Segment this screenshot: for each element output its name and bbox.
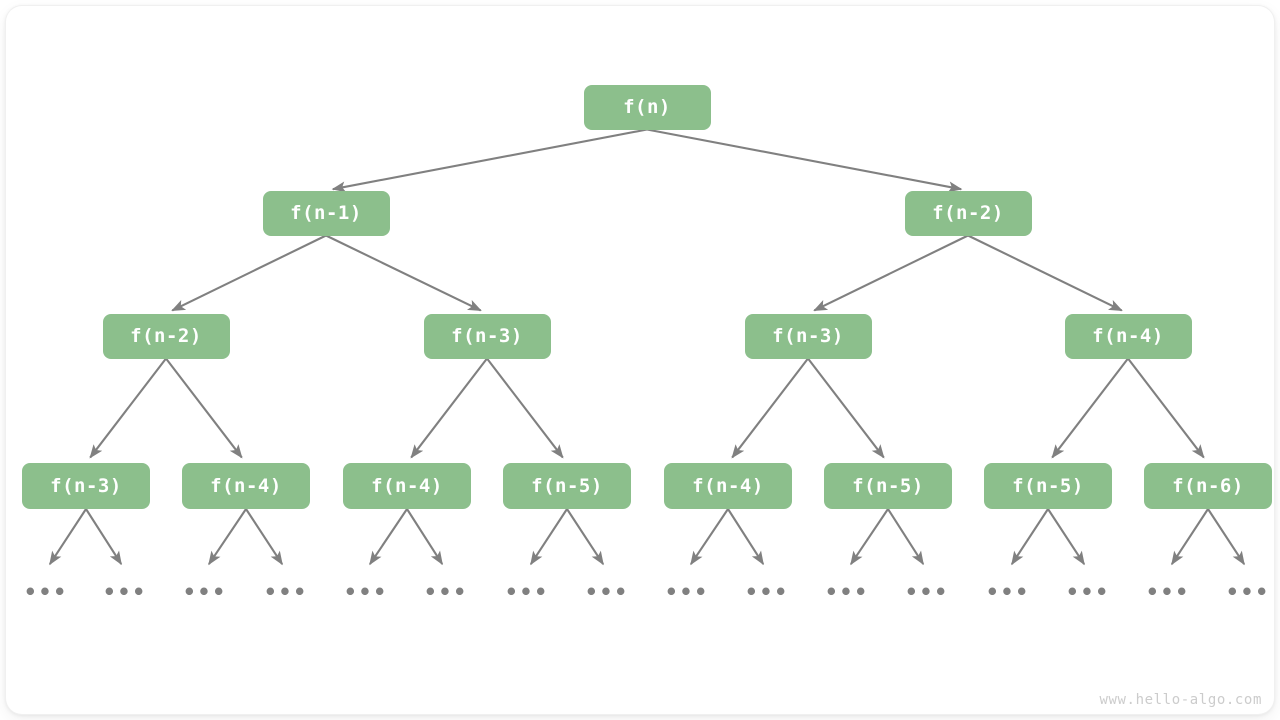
ellipsis-mark: ••• [183, 580, 227, 604]
ellipsis-mark: ••• [825, 580, 869, 604]
tree-edge [1207, 508, 1246, 566]
ellipsis-mark: ••• [585, 580, 629, 604]
tree-node[interactable]: f(n-5) [503, 463, 631, 509]
tree-node[interactable]: f(n-2) [102, 313, 230, 359]
tree-node[interactable]: f(n-4) [1064, 313, 1192, 359]
tree-node[interactable]: f(n-2) [904, 190, 1032, 236]
recursion-tree-canvas: f(n) f(n-1) f(n-2) f(n-2) f(n-3) f(n-3) f(n-4)… [6, 6, 1274, 714]
tree-edge [887, 508, 925, 566]
tree-edge [85, 508, 123, 566]
tree-node[interactable]: f(n-4) [182, 463, 310, 509]
tree-node[interactable]: f(n-4) [664, 463, 792, 509]
tree-node[interactable]: f(n) [583, 84, 711, 130]
watermark: www.hello-algo.com [1099, 692, 1262, 708]
tree-edge [646, 128, 963, 193]
ellipsis-mark: ••• [505, 580, 549, 604]
tree-node[interactable]: f(n-3) [423, 313, 551, 359]
ellipsis-mark: ••• [1146, 580, 1190, 604]
tree-edge [208, 508, 247, 566]
ellipsis-mark: ••• [986, 580, 1030, 604]
tree-edge [331, 128, 648, 193]
tree-edge [369, 508, 408, 566]
tree-edge [807, 357, 885, 459]
ellipsis-mark: ••• [1066, 580, 1110, 604]
tree-edge [406, 508, 444, 566]
figure-card: f(n) f(n-1) f(n-2) f(n-2) f(n-3) f(n-3) f(n-4)… [6, 6, 1274, 714]
tree-edge [410, 357, 488, 459]
tree-edge [325, 234, 482, 312]
ellipsis-mark: ••• [745, 580, 789, 604]
ellipsis-mark: ••• [424, 580, 468, 604]
tree-edge [486, 357, 564, 459]
tree-edge [1047, 508, 1086, 566]
tree-node[interactable]: f(n-3) [22, 463, 150, 509]
tree-edge [690, 508, 729, 566]
tree-edge [48, 508, 87, 566]
tree-edge [171, 234, 327, 312]
tree-edge [813, 234, 969, 312]
tree-edge [1170, 508, 1209, 566]
tree-edge [727, 508, 765, 566]
tree-node[interactable]: f(n-5) [984, 463, 1112, 509]
tree-edge [566, 508, 605, 566]
tree-node[interactable]: f(n-1) [262, 190, 390, 236]
tree-edge [1051, 357, 1129, 459]
tree-node[interactable]: f(n-3) [744, 313, 872, 359]
tree-node[interactable]: f(n-4) [343, 463, 471, 509]
ellipsis-mark: ••• [344, 580, 388, 604]
tree-edge [529, 508, 568, 566]
tree-node[interactable]: f(n-5) [824, 463, 952, 509]
ellipsis-mark: ••• [665, 580, 709, 604]
ellipsis-mark: ••• [24, 580, 68, 604]
tree-edge [1127, 357, 1205, 459]
tree-edge [850, 508, 889, 566]
tree-edge [1010, 508, 1049, 566]
tree-node[interactable]: f(n-6) [1144, 463, 1272, 509]
ellipsis-mark: ••• [103, 580, 147, 604]
tree-edge [245, 508, 284, 566]
ellipsis-mark: ••• [264, 580, 308, 604]
tree-edge [89, 357, 167, 459]
ellipsis-mark: ••• [1226, 580, 1270, 604]
ellipsis-mark: ••• [905, 580, 949, 604]
tree-edge [967, 234, 1123, 312]
tree-edge [731, 357, 809, 459]
tree-edge [165, 357, 243, 459]
